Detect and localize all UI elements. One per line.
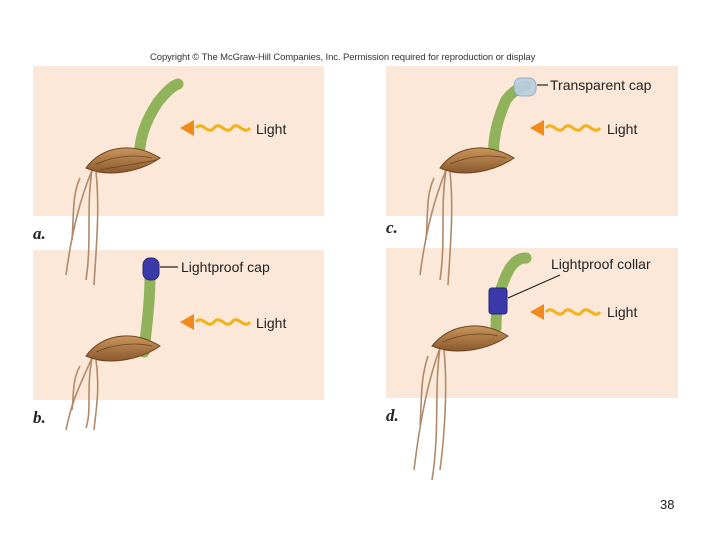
transparent-cap-icon (513, 77, 537, 97)
panel-d-light-label: Light (607, 304, 638, 320)
lightproof-collar-icon (488, 287, 508, 315)
page-number: 38 (660, 497, 675, 512)
panel-d-letter: d. (386, 406, 399, 425)
panel-b-light-ray (180, 314, 252, 330)
panel-d-light-ray (530, 304, 602, 320)
panel-b-background (33, 250, 324, 400)
panel-a-background (33, 66, 324, 216)
panel-a-seedling (65, 78, 184, 286)
panel-b-letter: b. (33, 408, 46, 427)
panel-d-background (386, 248, 678, 398)
panel-a-light-ray (180, 120, 252, 136)
panel-a-letter: a. (33, 224, 46, 243)
panel-d-collar-label: Lightproof collar (551, 256, 651, 272)
lightproof-cap-icon (142, 257, 160, 281)
panel-c-cap-label: Transparent cap (550, 77, 652, 93)
panel-b-light-label: Light (256, 315, 287, 331)
panel-c-letter: c. (386, 218, 398, 237)
copyright-line: Copyright © The McGraw-Hill Companies, I… (150, 52, 536, 63)
panel-d-seedling (413, 252, 561, 481)
panel-a-light-label: Light (256, 121, 287, 137)
panel-c-light-ray (530, 120, 602, 136)
panel-b-seedling (65, 257, 178, 431)
panel-c-seedling (419, 77, 548, 286)
panel-b-cap-label: Lightproof cap (181, 259, 270, 275)
panel-c-light-label: Light (607, 121, 638, 137)
